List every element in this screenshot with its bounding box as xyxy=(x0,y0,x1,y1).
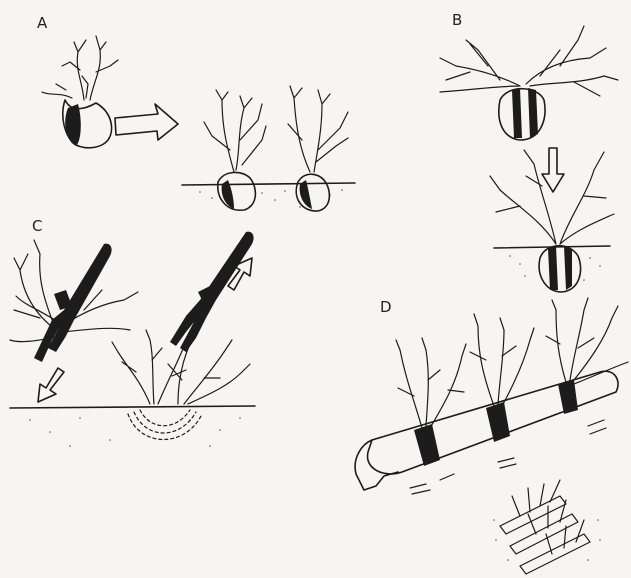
panel-b-planted-crown xyxy=(490,150,614,292)
panel-b-label: B xyxy=(452,11,462,29)
panel-a-divided-crown-1 xyxy=(204,90,266,210)
panel-a: A xyxy=(37,14,355,211)
panel-a-divided-crown-2 xyxy=(288,86,348,211)
panel-c-fork xyxy=(170,232,254,352)
panel-d-label: D xyxy=(380,298,392,316)
panel-d-divided-pieces xyxy=(493,480,601,574)
panel-b-banded-crown xyxy=(440,26,618,140)
panel-c-label: C xyxy=(32,217,42,235)
panel-d-shoots xyxy=(396,298,628,428)
panel-b: B xyxy=(440,11,618,292)
panel-c-disturbed-soil xyxy=(128,410,202,440)
panel-a-arrow xyxy=(115,104,178,140)
panel-a-ground xyxy=(182,183,355,185)
panel-c-arrow-down xyxy=(38,368,64,402)
panel-d-rhizome xyxy=(355,371,618,490)
panel-a-label: A xyxy=(37,14,48,32)
panel-c-soil-dots xyxy=(29,417,241,447)
panel-a-crown-unsplit xyxy=(42,36,118,148)
panel-c-ground xyxy=(10,406,255,408)
panel-d: D xyxy=(355,298,628,574)
panel-b-arrow xyxy=(542,148,564,192)
panel-c-fork-with-plant xyxy=(10,240,138,362)
panel-c: C xyxy=(10,217,255,447)
panel-c-divided-plants xyxy=(112,330,250,404)
